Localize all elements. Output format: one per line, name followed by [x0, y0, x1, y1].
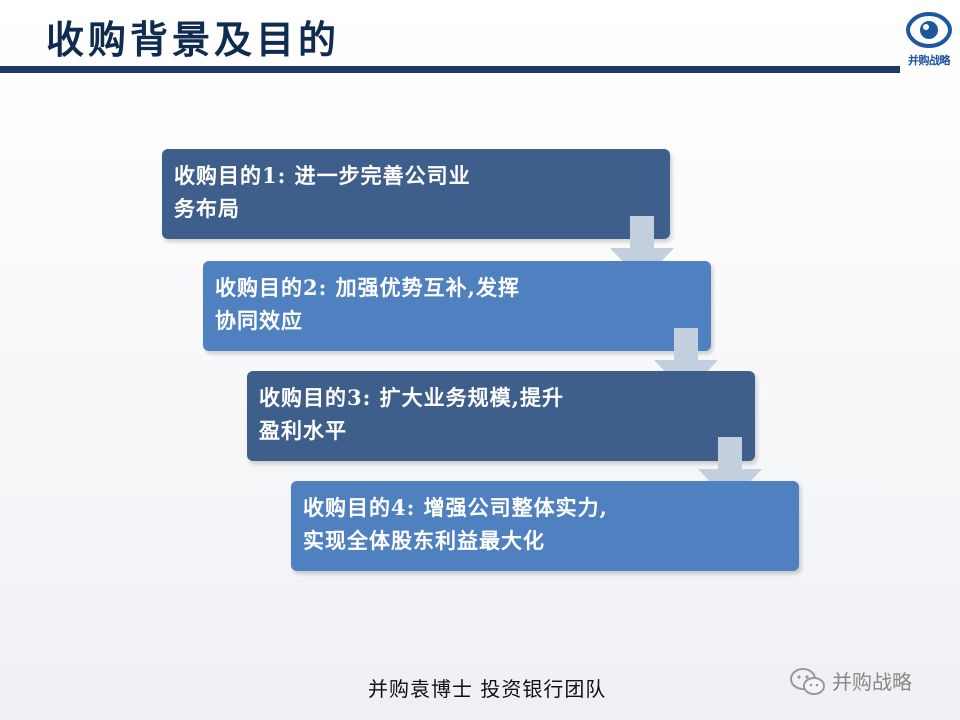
step-1-line-1: 收购目的1: 进一步完善公司业	[174, 163, 471, 188]
wechat-icon	[790, 668, 825, 695]
eye-logo-icon	[905, 11, 953, 49]
logo: 并购战略	[898, 8, 960, 74]
step-4-line-1: 收购目的4: 增强公司整体实力,	[303, 495, 608, 520]
wechat-watermark: 并购战略	[788, 664, 938, 698]
step-2-line-2: 协同效应	[215, 308, 303, 333]
step-text-3: 收购目的3: 扩大业务规模,提升 盈利水平	[259, 381, 659, 447]
step-3-line-2: 盈利水平	[259, 418, 347, 443]
watermark-text: 并购战略	[832, 670, 912, 694]
step-3-line-1: 收购目的3: 扩大业务规模,提升	[259, 385, 564, 410]
step-box-3: 收购目的3: 扩大业务规模,提升 盈利水平	[247, 371, 755, 461]
step-text-1: 收购目的1: 进一步完善公司业 务布局	[174, 159, 574, 225]
step-box-2: 收购目的2: 加强优势互补,发挥 协同效应	[203, 261, 711, 351]
step-text-2: 收购目的2: 加强优势互补,发挥 协同效应	[215, 271, 615, 337]
slide-title: 收购背景及目的	[46, 17, 341, 62]
slide-footer: 并购袁博士 投资银行团队	[368, 677, 607, 701]
step-box-1: 收购目的1: 进一步完善公司业 务布局	[162, 149, 670, 239]
step-2-line-1: 收购目的2: 加强优势互补,发挥	[215, 275, 520, 300]
logo-text: 并购战略	[908, 54, 951, 67]
down-arrow-icon	[654, 328, 718, 394]
step-1-line-2: 务布局	[174, 196, 240, 221]
step-text-4: 收购目的4: 增强公司整体实力, 实现全体股东利益最大化	[303, 491, 703, 557]
step-4-line-2: 实现全体股东利益最大化	[303, 528, 545, 553]
down-arrow-icon	[610, 216, 674, 282]
down-arrow-icon	[698, 437, 762, 503]
step-box-4: 收购目的4: 增强公司整体实力, 实现全体股东利益最大化	[291, 481, 799, 571]
title-underline	[0, 66, 900, 73]
